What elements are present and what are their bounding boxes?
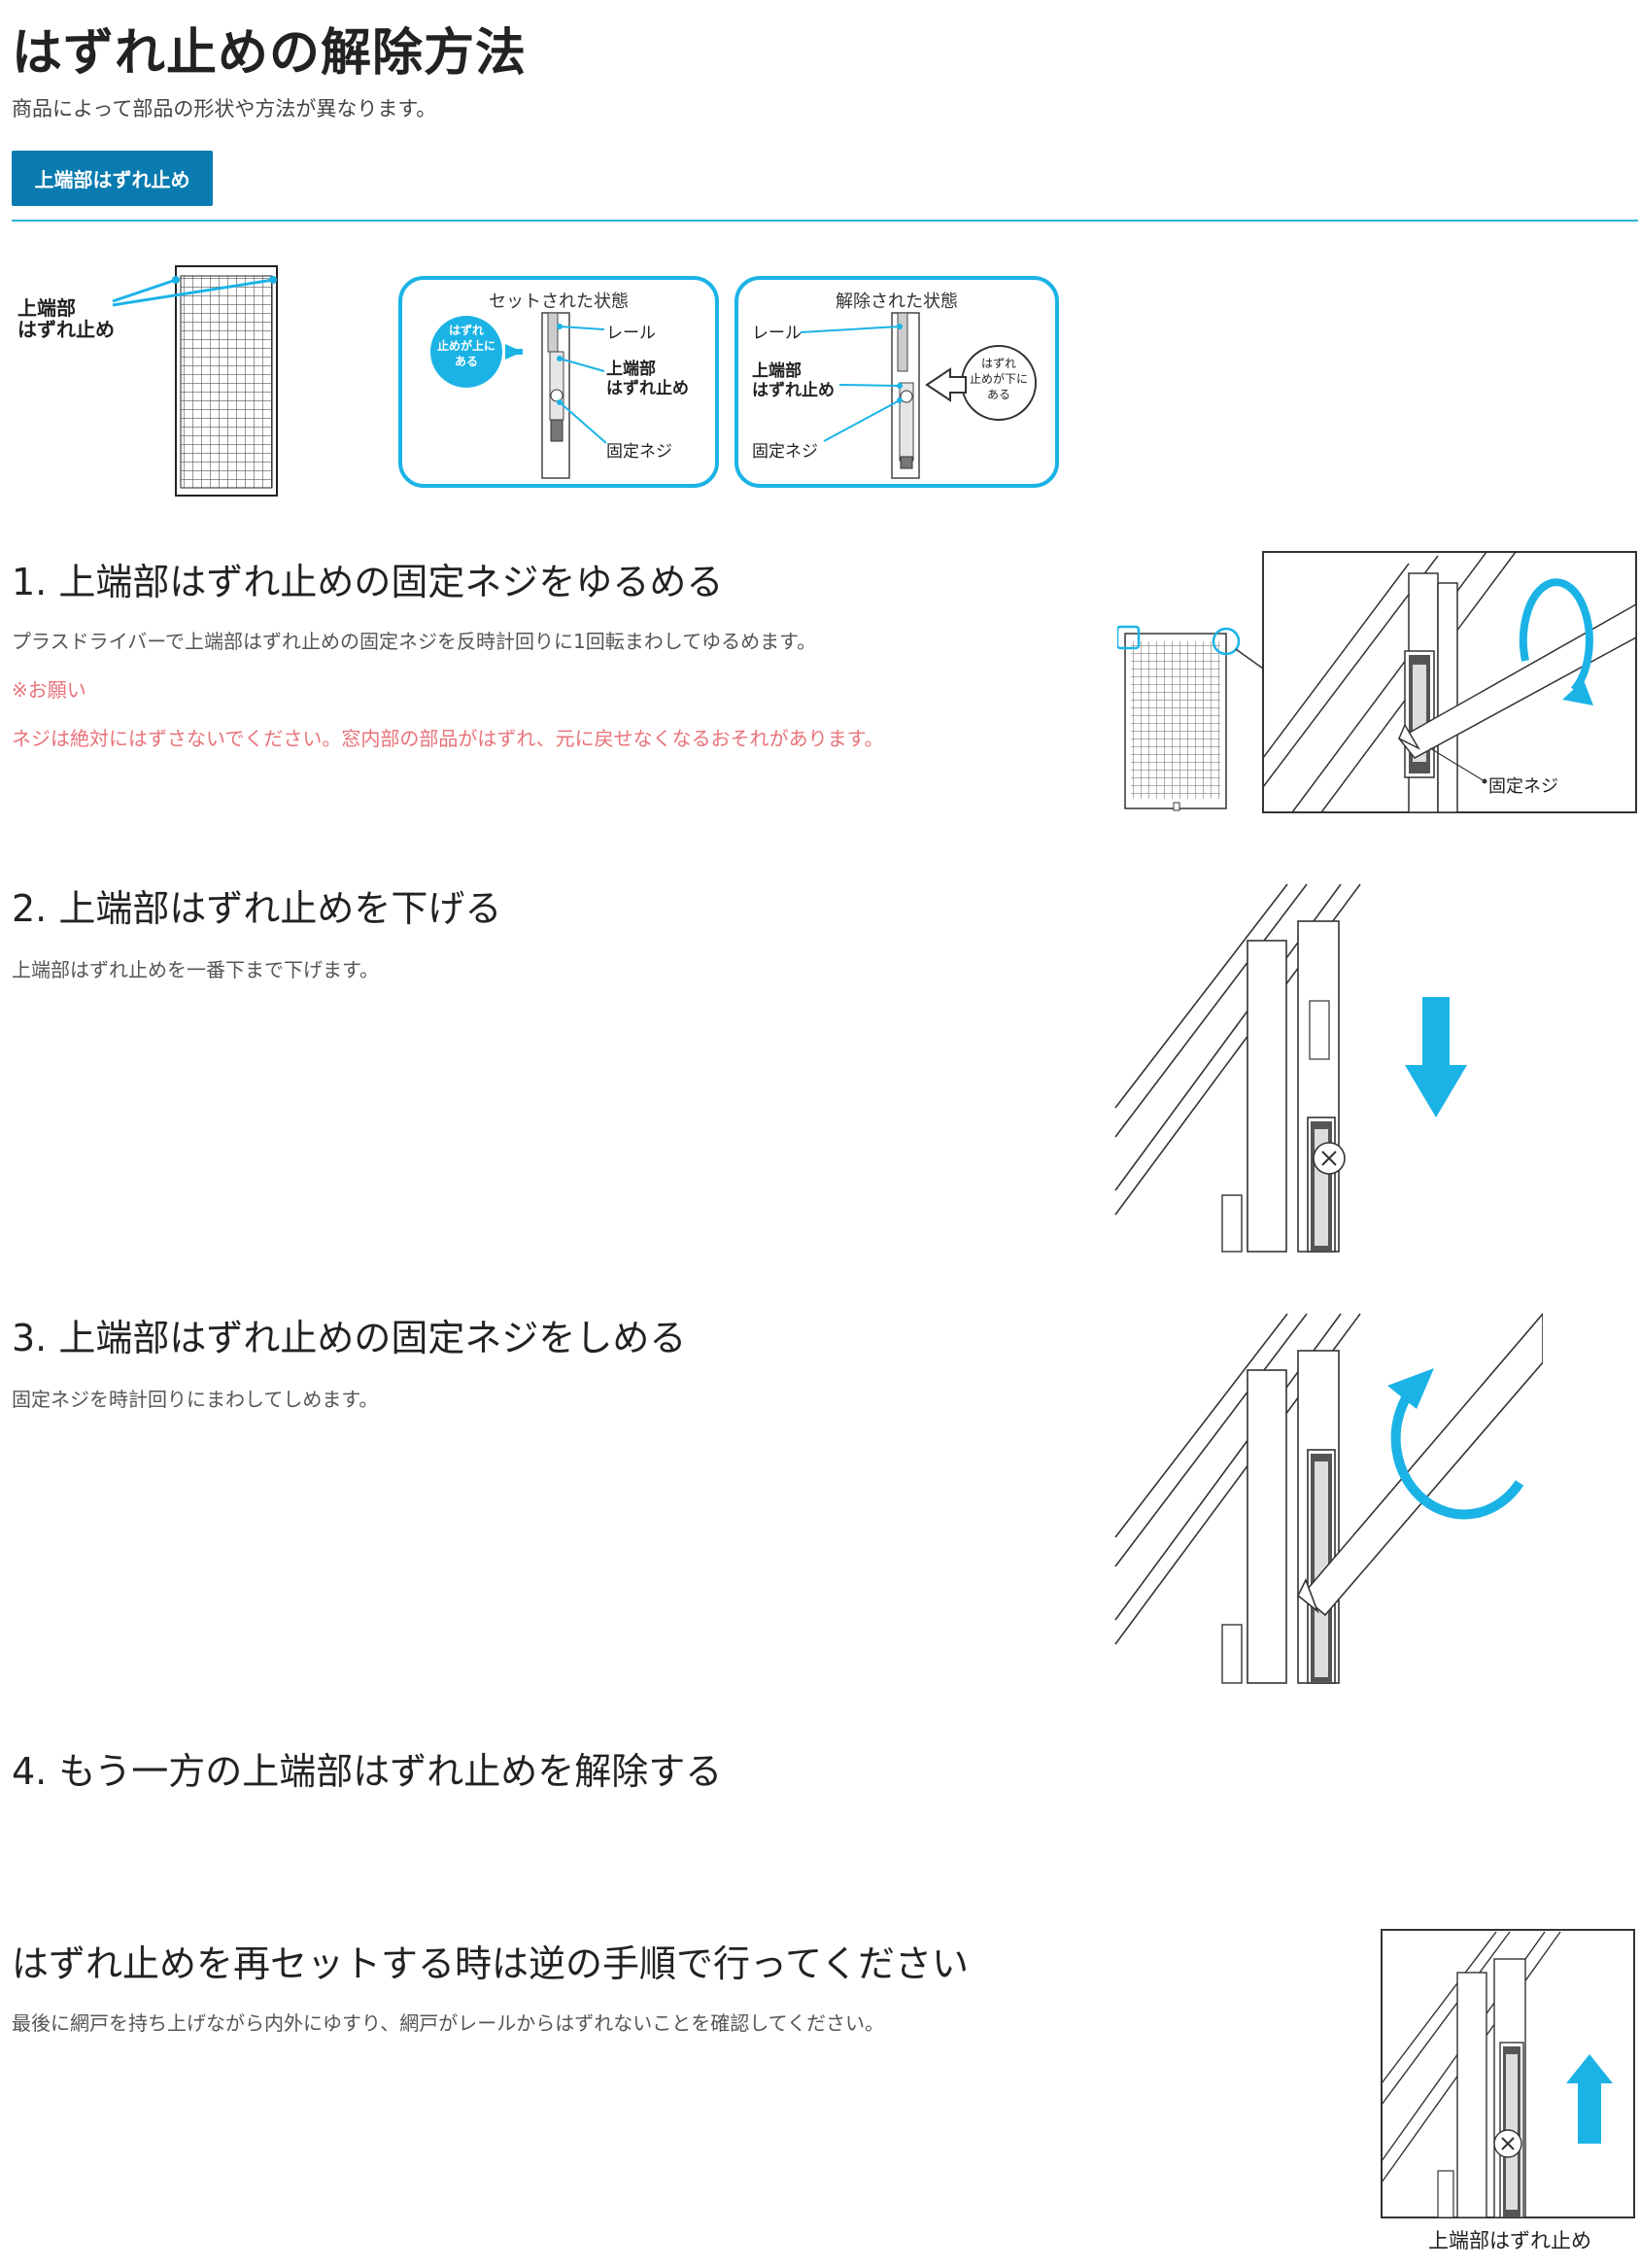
set-state-rail-label: レール xyxy=(606,324,656,343)
step-2-figure xyxy=(1114,883,1467,1253)
step-3-text: 固定ネジを時計回りにまわしてしめます。 xyxy=(12,1388,379,1411)
reset-figure-caption: 上端部はずれ止め xyxy=(1428,2229,1591,2252)
step-4-heading: 4. もう一方の上端部はずれ止めを解除する xyxy=(12,1750,723,1793)
released-state-bubble: はずれ 止めが下に ある xyxy=(969,357,1028,401)
set-state-bubble: はずれ 止めが上に ある xyxy=(436,324,495,368)
set-state-screw-label: 固定ネジ xyxy=(606,442,672,462)
released-state-illustration xyxy=(800,312,1037,479)
released-state-rail-label: レール xyxy=(752,324,802,343)
page-subtitle: 商品によって部品の形状や方法が異なります。 xyxy=(12,97,437,120)
reset-text: 最後に網戸を持ち上げながら内外にゆすり、網戸がレールからはずれないことを確認して… xyxy=(12,2011,884,2035)
door-label: 上端部 はずれ止め xyxy=(17,296,115,341)
released-state-title: 解除された状態 xyxy=(836,292,958,312)
step-2-text: 上端部はずれ止めを一番下まで下げます。 xyxy=(12,958,379,981)
set-state-stopper-label: 上端部 はずれ止め xyxy=(606,360,689,398)
step-1-heading: 1. 上端部はずれ止めの固定ネジをゆるめる xyxy=(12,561,724,603)
step-1-figure xyxy=(1117,551,1637,813)
step-3-figure xyxy=(1114,1312,1543,1684)
reset-heading: はずれ止めを再セットする時は逆の手順で行ってください xyxy=(12,1942,969,1985)
step-1-screw-label: 固定ネジ xyxy=(1488,776,1558,797)
set-state-title: セットされた状態 xyxy=(489,292,629,312)
released-state-panel xyxy=(735,276,1059,488)
step-1-text: プラスドライバーで上端部はずれ止めの固定ネジを反時計回りに1回転まわしてゆるめま… xyxy=(12,630,817,653)
step-2-heading: 2. 上端部はずれ止めを下げる xyxy=(12,887,502,930)
released-state-screw-label: 固定ネジ xyxy=(752,442,818,462)
screen-door-overview-figure xyxy=(112,265,278,497)
released-state-stopper-label: 上端部 はずれ止め xyxy=(752,361,835,400)
tab-top-stopper[interactable]: 上端部はずれ止め xyxy=(12,151,213,206)
set-state-panel xyxy=(398,276,719,488)
page-title: はずれ止めの解除方法 xyxy=(12,24,528,83)
divider xyxy=(12,220,1638,222)
set-state-illustration xyxy=(430,312,607,479)
step-1-note-text: ネジは絶対にはずさないでください。窓内部の部品がはずれ、元に戻せなくなるおそれが… xyxy=(12,727,884,750)
reset-figure xyxy=(1381,1929,1635,2218)
step-3-heading: 3. 上端部はずれ止めの固定ネジをしめる xyxy=(12,1317,687,1359)
step-1-note-title: ※お願い xyxy=(12,678,86,702)
